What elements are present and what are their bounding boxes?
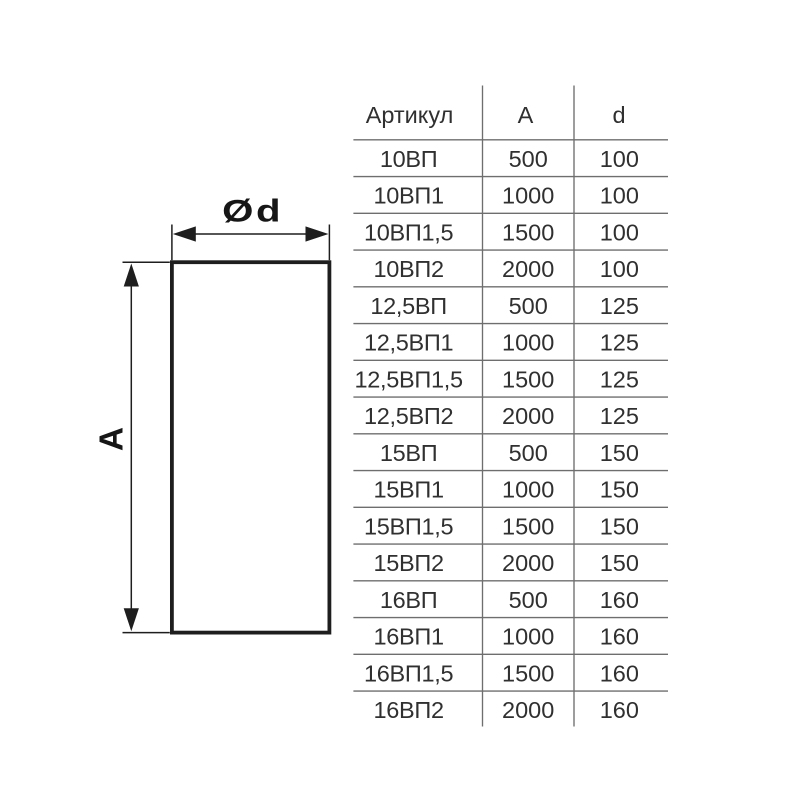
svg-text:15ВП1: 15ВП1 bbox=[373, 477, 443, 503]
svg-text:1000: 1000 bbox=[502, 330, 554, 356]
svg-text:160: 160 bbox=[600, 624, 639, 650]
svg-text:100: 100 bbox=[600, 146, 639, 172]
svg-text:16ВП1: 16ВП1 bbox=[373, 624, 443, 650]
svg-text:2000: 2000 bbox=[502, 256, 554, 282]
svg-text:2000: 2000 bbox=[502, 550, 554, 576]
svg-text:10ВП1: 10ВП1 bbox=[373, 183, 443, 209]
svg-text:10ВП2: 10ВП2 bbox=[373, 256, 443, 282]
svg-text:100: 100 bbox=[600, 256, 639, 282]
svg-text:160: 160 bbox=[600, 697, 639, 723]
svg-text:150: 150 bbox=[600, 440, 639, 466]
svg-text:125: 125 bbox=[600, 293, 639, 319]
svg-text:d: d bbox=[612, 102, 625, 128]
svg-text:160: 160 bbox=[600, 660, 639, 686]
svg-text:15ВП1,5: 15ВП1,5 bbox=[364, 513, 454, 539]
svg-text:2000: 2000 bbox=[502, 403, 554, 429]
svg-text:15ВП2: 15ВП2 bbox=[373, 550, 443, 576]
svg-text:16ВП1,5: 16ВП1,5 bbox=[364, 660, 454, 686]
svg-text:12,5ВП1,5: 12,5ВП1,5 bbox=[354, 366, 463, 392]
svg-text:160: 160 bbox=[600, 587, 639, 613]
svg-text:150: 150 bbox=[600, 513, 639, 539]
svg-text:125: 125 bbox=[600, 366, 639, 392]
svg-text:500: 500 bbox=[509, 146, 548, 172]
svg-text:Артикул: Артикул bbox=[366, 102, 454, 128]
svg-text:500: 500 bbox=[509, 440, 548, 466]
svg-text:А: А bbox=[93, 427, 130, 451]
svg-text:125: 125 bbox=[600, 403, 639, 429]
svg-text:16ВП: 16ВП bbox=[380, 587, 438, 613]
svg-text:500: 500 bbox=[509, 587, 548, 613]
svg-text:150: 150 bbox=[600, 477, 639, 503]
svg-text:10ВП: 10ВП bbox=[380, 146, 438, 172]
svg-text:1500: 1500 bbox=[502, 219, 554, 245]
svg-text:A: A bbox=[518, 102, 534, 128]
svg-text:16ВП2: 16ВП2 bbox=[373, 697, 443, 723]
svg-text:1500: 1500 bbox=[502, 366, 554, 392]
svg-text:15ВП: 15ВП bbox=[380, 440, 438, 466]
svg-text:10ВП1,5: 10ВП1,5 bbox=[364, 219, 454, 245]
svg-text:1500: 1500 bbox=[502, 513, 554, 539]
svg-text:1500: 1500 bbox=[502, 660, 554, 686]
svg-text:100: 100 bbox=[600, 183, 639, 209]
svg-text:12,5ВП1: 12,5ВП1 bbox=[364, 330, 453, 356]
svg-text:500: 500 bbox=[509, 293, 548, 319]
svg-text:1000: 1000 bbox=[502, 183, 554, 209]
svg-text:1000: 1000 bbox=[502, 624, 554, 650]
svg-text:12,5ВП2: 12,5ВП2 bbox=[364, 403, 453, 429]
svg-text:Ød: Ød bbox=[222, 192, 283, 228]
svg-text:12,5ВП: 12,5ВП bbox=[370, 293, 447, 319]
svg-text:125: 125 bbox=[600, 330, 639, 356]
svg-text:2000: 2000 bbox=[502, 697, 554, 723]
svg-text:1000: 1000 bbox=[502, 477, 554, 503]
svg-text:150: 150 bbox=[600, 550, 639, 576]
svg-text:100: 100 bbox=[600, 219, 639, 245]
